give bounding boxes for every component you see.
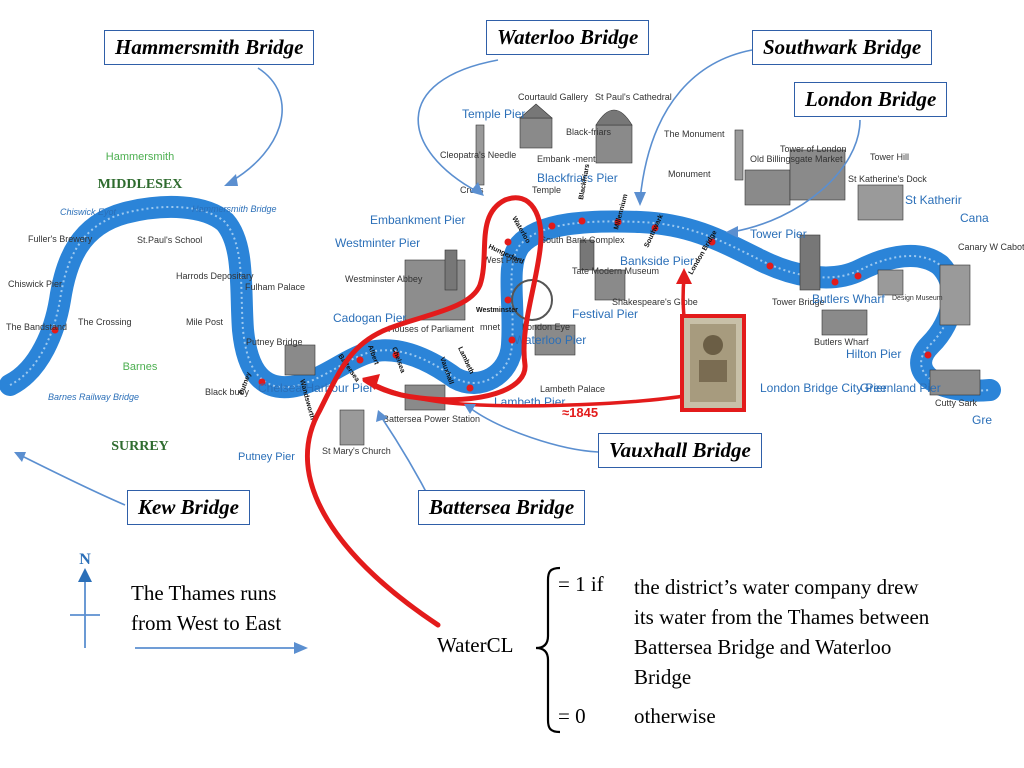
thames-river-west	[0, 195, 951, 399]
callout-waterloo-bridge: Waterloo Bridge	[486, 20, 650, 55]
thames-note-line2: from West to East	[131, 611, 282, 635]
compass-north-label: N	[79, 551, 91, 568]
highlight-arrowhead-north	[676, 268, 692, 284]
label-westminster-pier: Westminter Pier	[335, 236, 420, 250]
case1-text-line: its water from the Thames between	[634, 605, 930, 629]
case1-text-line: the district’s water company drew	[634, 575, 919, 599]
label-battersea-power-station: Battersea Power Station	[383, 414, 480, 424]
highlight-arrow-line	[371, 381, 691, 408]
callout-hammersmith-bridge: Hammersmith Bridge	[104, 30, 315, 65]
label-temple-pier: Temple Pier	[462, 107, 525, 121]
area-barnes: Barnes	[123, 361, 158, 373]
label-butlers-wharf-small: Butlers Wharf	[814, 337, 869, 347]
label-harrods-depositary: Harrods Depositary	[176, 271, 254, 281]
label-greenland-pier: Greenland Pier	[860, 381, 941, 395]
highlight-arrowhead-west	[362, 374, 380, 390]
label-hammersmith-bridge: Hammersmith Bridge	[192, 204, 277, 214]
definition-brace	[535, 566, 561, 734]
label-putney-pier: Putney Pier	[238, 451, 295, 463]
label-canary: Cana	[960, 211, 989, 225]
label-london-eye: London Eye	[522, 322, 570, 332]
pier-markers	[51, 217, 932, 392]
label-the-bandstand: The Bandstand	[6, 322, 67, 332]
thames-note-line1: The Thames runs	[131, 581, 277, 605]
label-barnes-railway-bridge: Barnes Railway Bridge	[48, 392, 139, 402]
label-blackfriars-small: Black-friars	[566, 127, 612, 137]
label-embankment-pier: Embankment Pier	[370, 213, 465, 227]
stamp-year: ≈1845	[562, 405, 598, 420]
area-hammersmith: Hammersmith	[106, 151, 174, 163]
label-st-katherine: St Katherir	[905, 193, 962, 207]
callout-kew-bridge: Kew Bridge	[127, 490, 250, 525]
label-courtauld-gallery: Courtauld Gallery	[518, 92, 589, 102]
label-old-billingsgate: Old Billingsgate Market	[750, 154, 843, 164]
label-festival-pier: Festival Pier	[572, 307, 638, 321]
case1-value: = 1 if	[558, 572, 604, 596]
case1-text-line: Bridge	[634, 665, 692, 689]
callout-london-bridge: London Bridge	[794, 82, 948, 117]
river-bridge-westminster: Westminster	[476, 307, 518, 314]
area-middlesex: MIDDLESEX	[98, 177, 183, 192]
label-butlers-wharf: Butlers Wharf	[812, 292, 885, 306]
label-hilton-pier: Hilton Pier	[846, 347, 901, 361]
label-tate-modern: Tate Modern Museum	[572, 266, 659, 276]
label-blackfriars-pier: Blackfriars Pier	[537, 171, 618, 185]
compass: N	[70, 551, 100, 648]
label-canary-wharf-cabot: Canary W Cabot Sq	[958, 242, 1024, 252]
label-monument-partial: mnet	[480, 322, 501, 332]
label-the-monument: The Monument	[664, 129, 725, 139]
label-houses-of-parliament: Houses of Parliament	[388, 324, 475, 334]
label-west-pier: West Pier	[483, 255, 522, 265]
label-shakespeares-globe: Shakespeare's Globe	[612, 297, 698, 307]
label-black-buoy: Black buoy	[205, 387, 250, 397]
label-st-marys-church: St Mary's Church	[322, 446, 391, 456]
label-fullers-brewery: Fuller's Brewery	[28, 234, 93, 244]
label-design-museum: Design Museum	[892, 295, 943, 302]
label-fulham-palace: Fulham Palace	[245, 282, 305, 292]
case1-text: the district’s water company drew its wa…	[634, 572, 929, 692]
label-st-pauls-cathedral: St Paul's Cathedral	[595, 92, 672, 102]
label-tower-hill: Tower Hill	[870, 152, 909, 162]
label-bankside-pier: Bankside Pier	[620, 254, 694, 268]
label-embankment-small: Embank -ment	[537, 154, 596, 164]
label-chelsea-harbour-pier: Chelsea Harbour Pier	[258, 381, 373, 395]
label-lambeth-palace: Lambeth Palace	[540, 384, 605, 394]
label-mile-post: Mile Post	[186, 317, 224, 327]
label-st-katherines-dock: St Katherine's Dock	[848, 174, 927, 184]
label-greenwich: Gre	[972, 413, 992, 427]
case2-value: = 0	[558, 704, 586, 728]
label-monument: Monument	[668, 169, 711, 179]
label-temple: Temple	[532, 185, 561, 195]
west-east-arrow	[135, 642, 308, 654]
label-tower-pier: Tower Pier	[750, 227, 807, 241]
label-cadogan-pier: Cadogan Pier	[333, 311, 406, 325]
landmark-icons	[284, 103, 981, 446]
label-the-crossing: The Crossing	[78, 317, 132, 327]
label-cutty-sark: Cutty Sark	[935, 398, 978, 408]
callout-vauxhall-bridge: Vauxhall Bridge	[598, 433, 762, 468]
label-tower-of-london: Tower of London	[780, 144, 847, 154]
area-surrey: SURREY	[111, 439, 169, 454]
case1-text-line: Battersea Bridge and Waterloo	[634, 635, 892, 659]
label-london-bridge-city-pier: London Bridge City Pier	[760, 381, 887, 395]
label-st-pauls-school: St.Paul's School	[137, 235, 202, 245]
label-chiswick-eyot: Chiswick Eyot	[60, 207, 117, 217]
north-arrow-icon	[78, 568, 92, 582]
label-cleopatras-needle: Cleopatra's Needle	[440, 150, 516, 160]
callout-southwark-bridge: Southwark Bridge	[752, 30, 933, 65]
variable-name: WaterCL	[437, 633, 514, 657]
label-chiswick-pier: Chiswick Pier	[8, 279, 62, 289]
label-south-bank-complex: South Bank Complex	[540, 235, 625, 245]
label-tower-bridge: Tower Bridge	[772, 297, 825, 307]
label-westminster-abbey: Westminster Abbey	[345, 274, 423, 284]
callout-battersea-bridge: Battersea Bridge	[418, 490, 586, 525]
highlight-loop	[304, 195, 544, 628]
callout-arrowheads	[14, 174, 738, 462]
label-waterloo-pier: Waterloo Pier	[514, 333, 586, 347]
label-putney-bridge: Putney Bridge	[246, 337, 303, 347]
case2-text: otherwise	[634, 704, 716, 728]
